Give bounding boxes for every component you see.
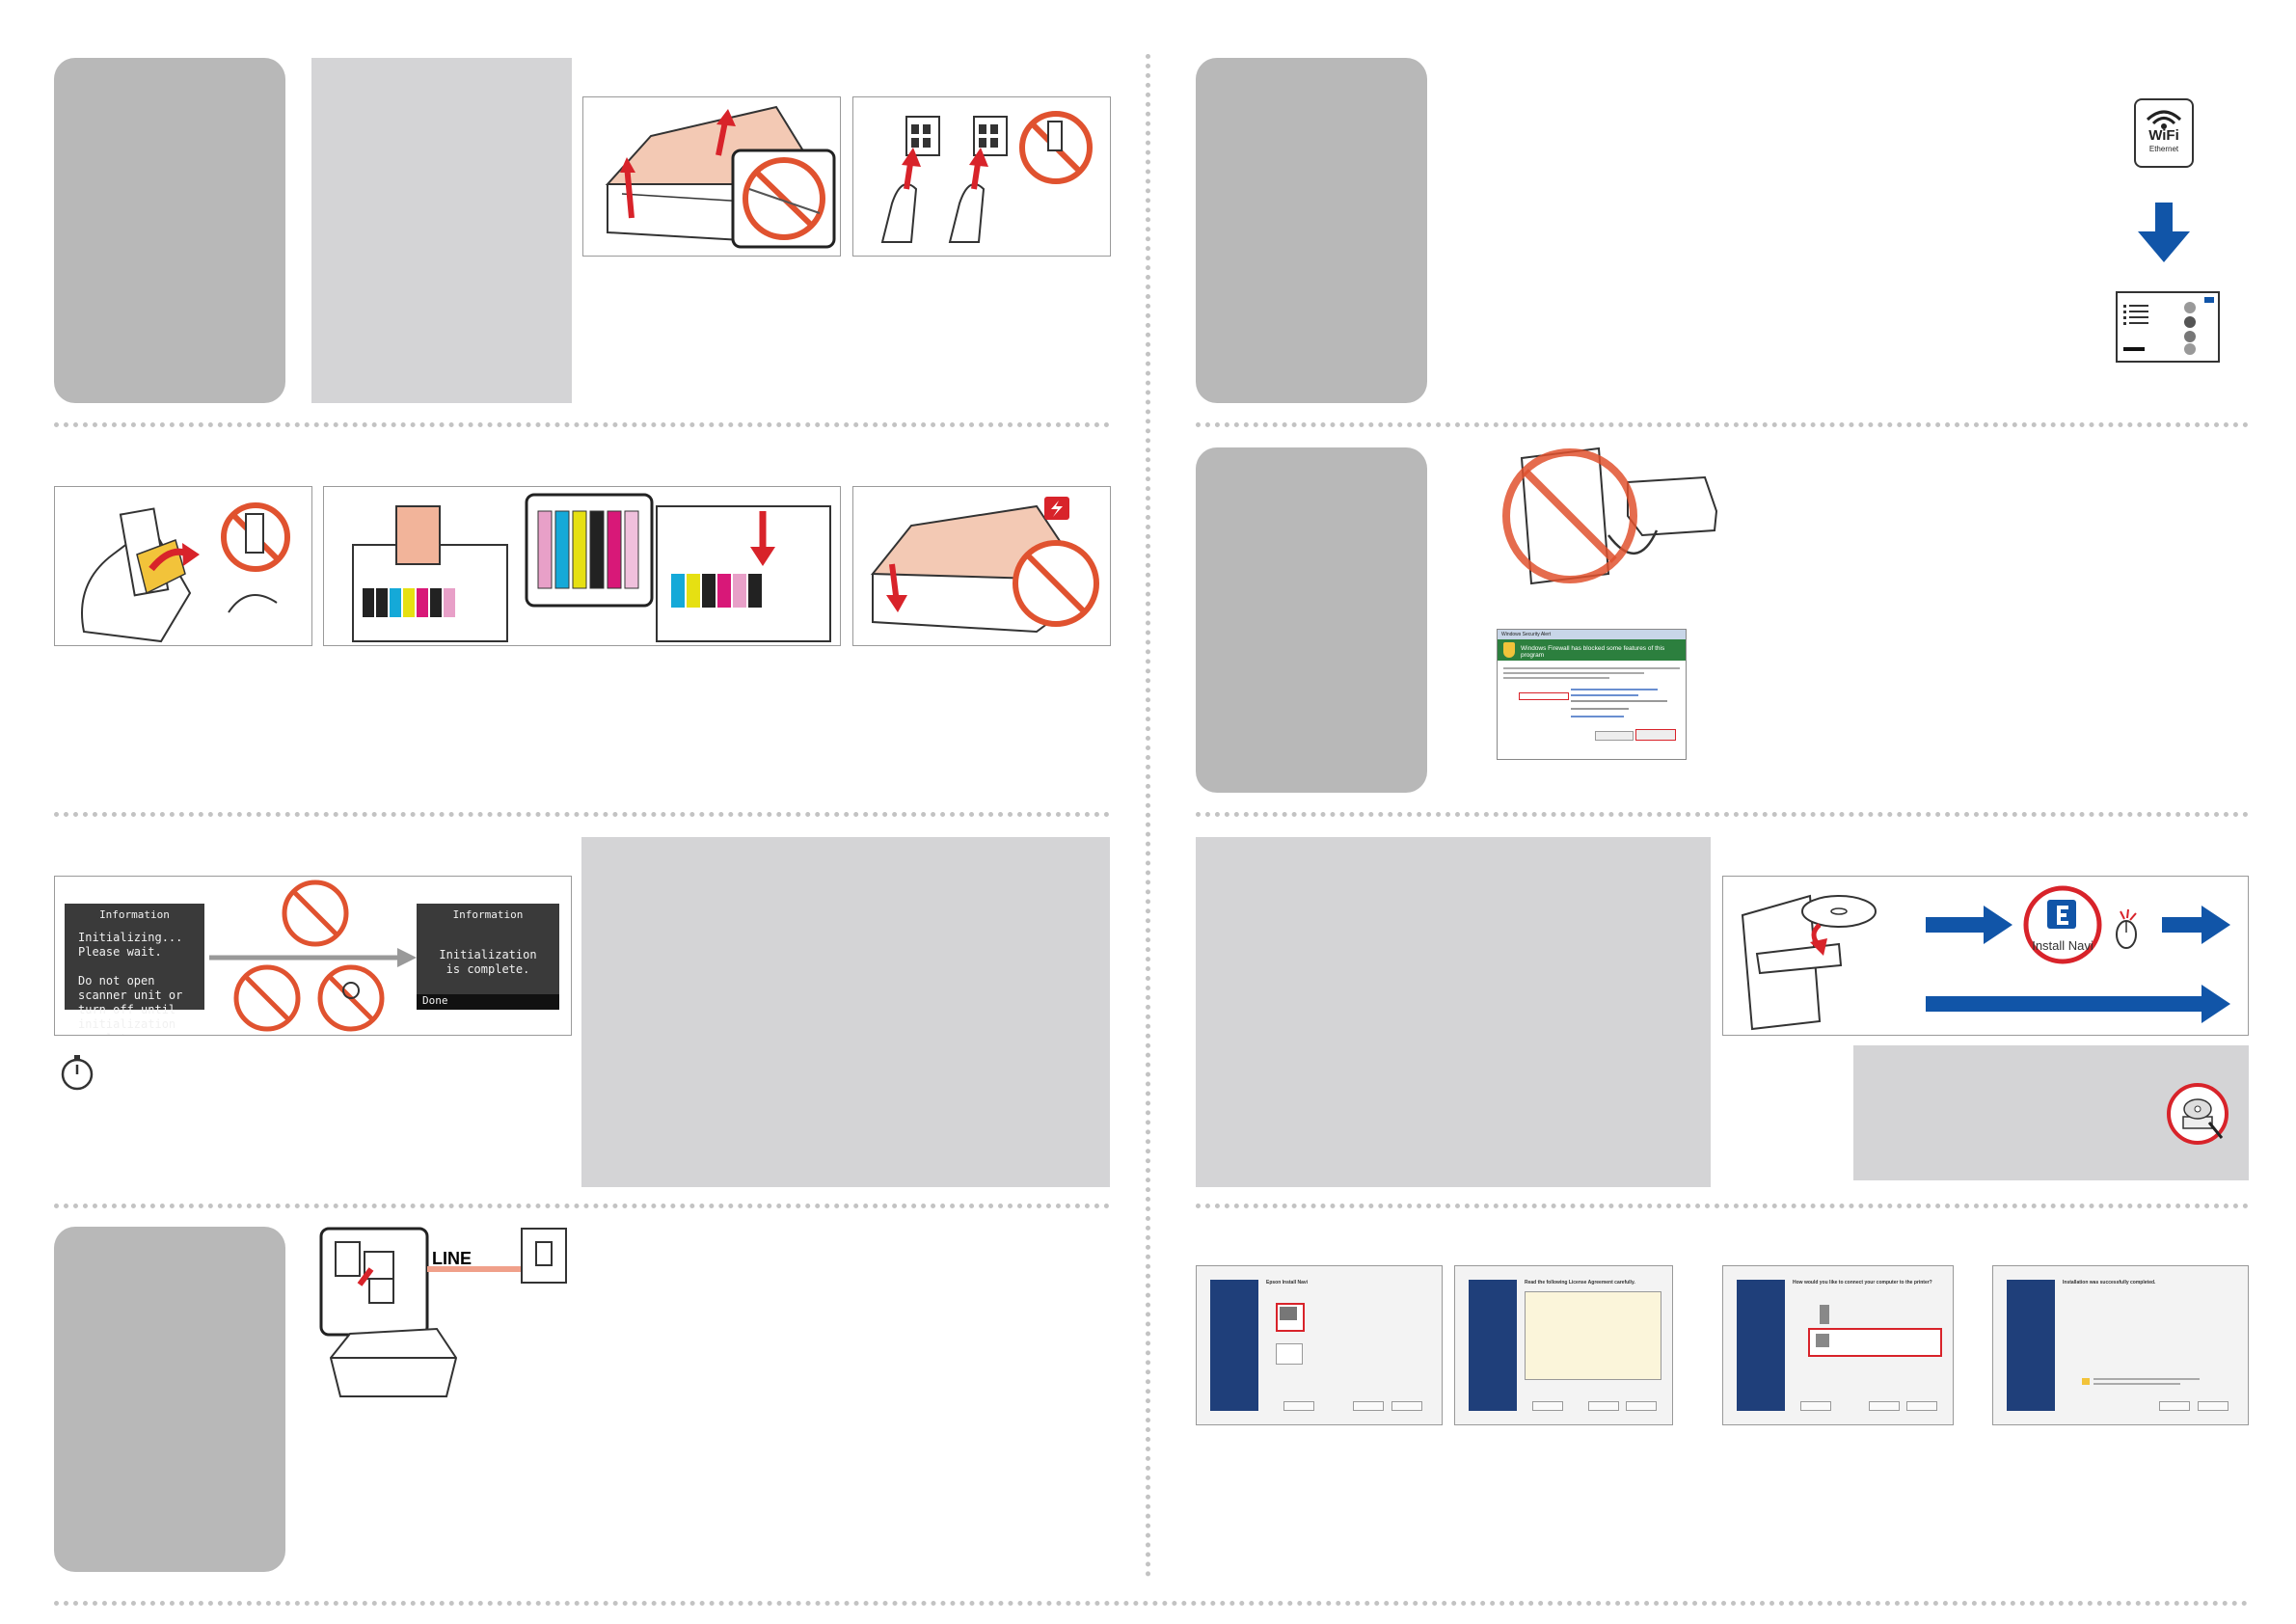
initialization-illustration: Information Initializing... Please wait.… xyxy=(54,876,572,1036)
dialog-heading: Windows Firewall has blocked some featur… xyxy=(1521,645,1665,659)
network-status-sheet-icon xyxy=(2116,291,2220,363)
step-panel-1 xyxy=(54,58,285,403)
step-panel-r2 xyxy=(1196,447,1427,793)
prohibit-icon xyxy=(743,157,825,240)
insert-cd-illustration: Install Navi xyxy=(1722,876,2249,1036)
step-panel-r1 xyxy=(1196,58,1427,403)
cartridge-row-left xyxy=(363,588,455,617)
section-divider xyxy=(54,1601,2249,1606)
insert-cartridges-illustration xyxy=(323,486,841,646)
installer-title: Epson Install Navi xyxy=(1266,1280,1309,1286)
shield-icon xyxy=(1503,642,1515,658)
section-divider xyxy=(1196,1204,2249,1208)
lcd-header: Information xyxy=(452,908,524,921)
stopwatch-icon xyxy=(61,1055,94,1091)
note-panel-3 xyxy=(581,837,1110,1187)
ethernet-label: Ethernet xyxy=(2148,145,2179,153)
step-panel-4 xyxy=(54,1227,285,1572)
installer-title: Read the following License Agreement car… xyxy=(1525,1280,1635,1286)
unpack-cartridges-illustration xyxy=(852,96,1111,257)
mouse-click-icon xyxy=(2116,908,2137,949)
note-panel-1 xyxy=(311,58,572,403)
install-navi-label: Install Navi xyxy=(2032,938,2093,953)
installer-screen-1: Epson Install Navi xyxy=(1196,1265,1443,1425)
lcd-complete-screen: Information Initialization is complete. … xyxy=(417,904,559,1010)
close-scanner-illustration xyxy=(852,486,1111,646)
cd-drive-search-icon xyxy=(2166,1082,2229,1146)
section-divider xyxy=(54,1204,1110,1208)
installer-screen-3: How would you like to connect your compu… xyxy=(1722,1265,1954,1425)
connect-phone-line-illustration: LINE xyxy=(311,1223,581,1416)
lcd-message: Initializing... Please wait. Do not open… xyxy=(78,931,183,1035)
down-arrow-icon xyxy=(2138,203,2190,262)
lcd-footer: Done xyxy=(417,994,559,1010)
section-divider xyxy=(54,422,1110,427)
cartridge-colors xyxy=(537,510,639,589)
remove-tape-illustration xyxy=(54,486,312,646)
wifi-ethernet-icon: WiFi Ethernet xyxy=(2134,98,2194,168)
open-scanner-illustration xyxy=(582,96,841,257)
note-panel-r3 xyxy=(1196,837,1711,1187)
section-divider xyxy=(1196,812,2249,817)
unblock-button[interactable] xyxy=(1635,729,1676,741)
installer-screen-2: Read the following License Agreement car… xyxy=(1454,1265,1673,1425)
keep-blocking-button[interactable] xyxy=(1595,731,1634,741)
column-divider xyxy=(1146,54,1150,1578)
do-not-connect-usb-illustration xyxy=(1493,439,1724,593)
dialog-titlebar: Windows Security Alert xyxy=(1498,630,1686,639)
wifi-label: WiFi xyxy=(2148,127,2179,144)
cd-icon xyxy=(1801,895,1877,928)
installer-title: How would you like to connect your compu… xyxy=(1793,1280,1932,1286)
line-label: LINE xyxy=(432,1249,472,1268)
windows-firewall-dialog: Windows Security Alert Windows Firewall … xyxy=(1497,629,1687,760)
lcd-message: Initialization is complete. xyxy=(439,948,537,976)
lcd-initializing-screen: Information Initializing... Please wait.… xyxy=(65,904,204,1035)
section-divider xyxy=(54,812,1110,817)
lcd-header: Information xyxy=(99,908,170,921)
installer-screen-4: Installation was successfully completed. xyxy=(1992,1265,2249,1425)
installer-title: Installation was successfully completed. xyxy=(2063,1280,2156,1286)
section-divider xyxy=(1196,422,2249,427)
